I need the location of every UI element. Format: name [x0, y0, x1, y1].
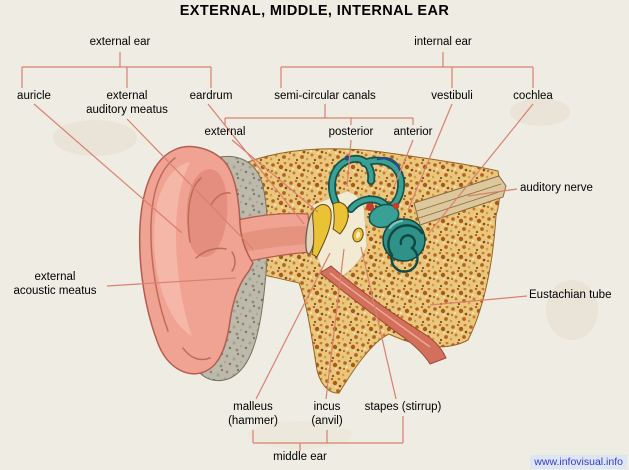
label-stapes: stapes (stirrup): [364, 401, 442, 413]
inner-ear-accents: [344, 155, 402, 211]
label-external-acoustic-meatus: external acoustic meatus: [13, 271, 97, 297]
label-cochlea: cochlea: [513, 90, 553, 102]
paper-texture: [53, 98, 598, 449]
incus-bone: [332, 201, 349, 235]
label-semi-circular-canals: semi-circular canals: [274, 90, 376, 102]
ossicles-shape: [311, 201, 364, 258]
label-external-semicircular-canal: external: [204, 126, 246, 138]
label-malleus: malleus (hammer): [228, 401, 278, 427]
label-vestibuli: vestibuli: [431, 90, 473, 102]
auditory-nerve-shape: [413, 175, 507, 226]
malleus-bone: [311, 204, 332, 258]
label-auricle: auricle: [17, 90, 51, 102]
cochlea-shape: [382, 218, 426, 273]
label-eardrum: eardrum: [189, 90, 233, 102]
connector-lines: [21, 52, 534, 451]
label-external-ear: external ear: [89, 36, 151, 48]
page-title: EXTERNAL, MIDDLE, INTERNAL EAR: [179, 3, 450, 19]
label-incus: incus (anvil): [311, 401, 343, 427]
label-anterior-semicircular-canal: anterior: [393, 126, 433, 138]
label-auditory-nerve: auditory nerve: [520, 182, 593, 194]
label-external-auditory-meatus: external auditory meatus: [86, 90, 168, 116]
auricle-shape: [138, 145, 254, 375]
label-eustachian-tube: Eustachian tube: [529, 289, 612, 301]
watermark-link[interactable]: www.infovisual.info: [530, 455, 627, 469]
label-internal-ear: internal ear: [414, 36, 472, 48]
stapes-bone: [352, 227, 364, 243]
label-posterior-semicircular-canal: posterior: [328, 126, 374, 138]
label-middle-ear: middle ear: [273, 451, 327, 463]
